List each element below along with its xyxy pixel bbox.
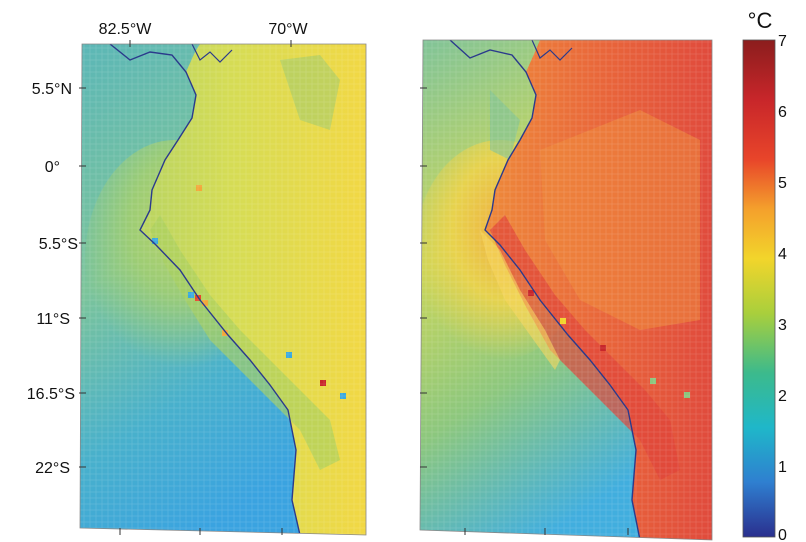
colorbar-tick-0: 0 — [778, 527, 787, 542]
colorbar: °C 0 1 2 3 4 5 6 7 — [742, 8, 787, 542]
colorbar-tick-3: 3 — [778, 317, 787, 334]
colorbar-ticks: 0 1 2 3 4 5 6 7 — [778, 33, 787, 542]
right-map — [420, 40, 712, 540]
right-map-frame — [419, 39, 713, 541]
lat-label-0: 0° — [45, 159, 60, 176]
colorbar-tick-6: 6 — [778, 104, 787, 121]
left-map-frame — [79, 43, 367, 536]
left-axis-ticks — [79, 40, 292, 535]
colorbar-gradient — [742, 39, 776, 538]
lat-label-5-5n: 5.5°N — [32, 81, 72, 98]
lat-label-5-5s: 5.5°S — [39, 236, 78, 253]
right-axis-ticks — [420, 87, 629, 535]
right-coastline — [449, 40, 641, 540]
colorbar-tick-5: 5 — [778, 175, 787, 192]
lat-label-11s: 11°S — [36, 311, 70, 328]
lon-label-70w: 70°W — [268, 21, 308, 38]
colorbar-tick-7: 7 — [778, 33, 787, 50]
left-map — [80, 44, 366, 535]
colorbar-unit-label: °C — [748, 8, 773, 33]
lat-label-16-5s: 16.5°S — [27, 386, 75, 403]
left-coastline — [109, 44, 301, 535]
lat-label-22s: 22°S — [35, 460, 70, 477]
colorbar-tick-4: 4 — [778, 246, 787, 263]
lon-label-82-5w: 82.5°W — [99, 21, 153, 38]
colorbar-tick-2: 2 — [778, 388, 787, 405]
colorbar-tick-1: 1 — [778, 459, 787, 476]
